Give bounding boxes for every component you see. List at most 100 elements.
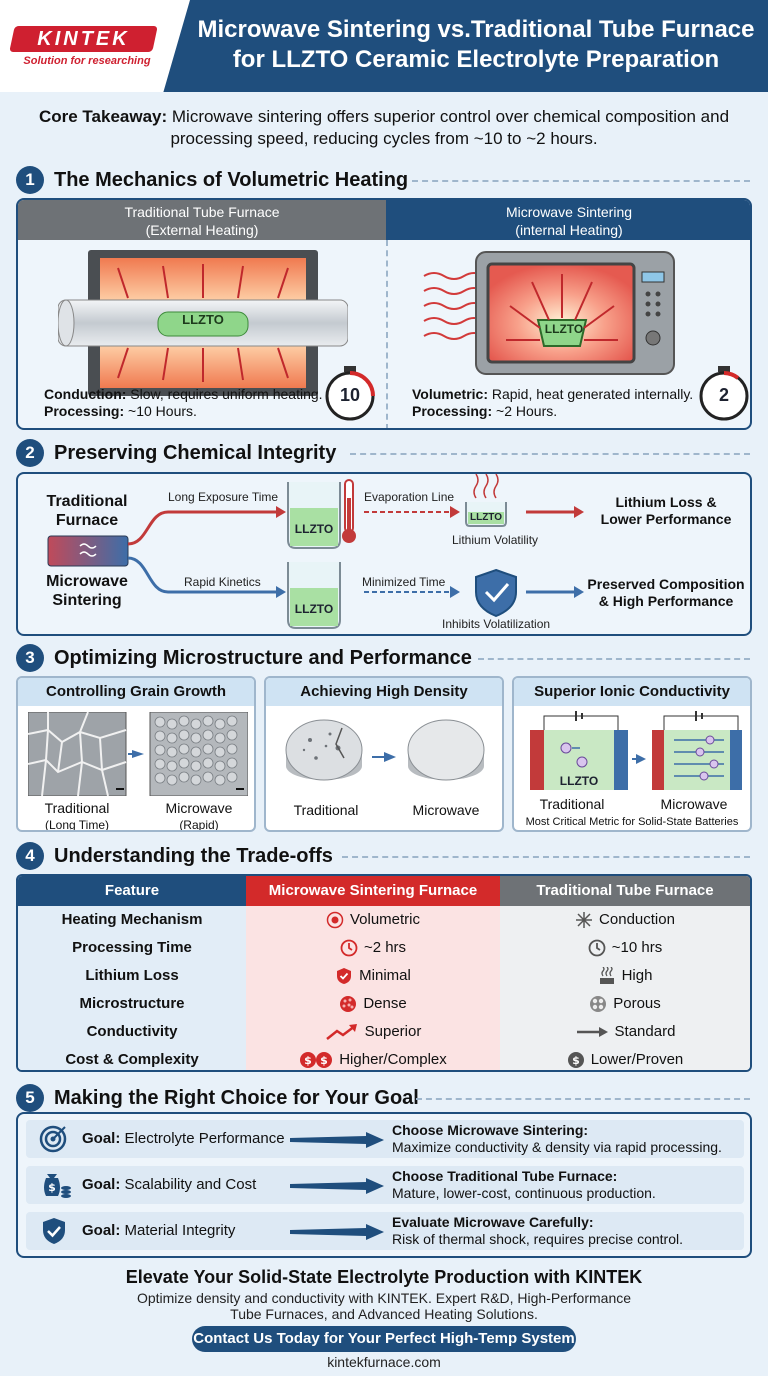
tube-furnace-subtitle: (External Heating) <box>145 222 259 238</box>
caption-main: Microwave <box>165 800 233 816</box>
conduction-icon <box>576 912 593 929</box>
traditional-value: Porous <box>613 995 661 1012</box>
traditional-cell: Porous <box>500 990 750 1018</box>
trad-label-line1: Traditional <box>46 493 128 510</box>
card-title: Superior Ionic Conductivity <box>514 678 750 706</box>
microwave-value: Superior <box>364 1023 422 1040</box>
title-line-1: Microwave Sintering vs.Traditional Tube … <box>197 16 755 43</box>
card-title: Controlling Grain Growth <box>18 678 254 706</box>
microwave-subtitle: (internal Heating) <box>515 222 623 238</box>
takeaway-text: Microwave sintering offers superior cont… <box>167 107 730 148</box>
section-number: 4 <box>16 842 44 870</box>
processing-label: Processing: <box>412 403 493 419</box>
choice-label: Evaluate Microwave Carefully: <box>392 1214 594 1230</box>
shield-check-icon <box>337 968 352 985</box>
conductivity-traditional-caption: Traditional <box>539 796 605 812</box>
dollar-coin-icon: $ <box>567 1052 584 1069</box>
volumetric-icon <box>326 911 344 929</box>
dense-grain-icon <box>340 996 357 1013</box>
density-pellets <box>285 719 485 781</box>
section-number: 5 <box>16 1084 44 1112</box>
arrow-right-icon <box>290 1132 384 1148</box>
feature-cell: Conductivity <box>18 1018 246 1046</box>
result-bad-line1: Lithium Loss & <box>615 494 717 510</box>
section-number: 1 <box>16 166 44 194</box>
microwave-sample-label: LLZTO <box>544 322 584 336</box>
goal-recommendation: Choose Microwave Sintering: Maximize con… <box>392 1122 722 1156</box>
volumetric-label: Volumetric: <box>412 386 488 402</box>
goal-text: Goal: Electrolyte Performance <box>82 1130 285 1147</box>
grain-traditional-caption: Traditional (Long Time) <box>28 800 126 832</box>
section-number: 3 <box>16 644 44 672</box>
traditional-furnace-label: Traditional Furnace <box>32 492 142 530</box>
table-row: Processing Time ~2 hrs ~10 hrs <box>18 934 750 962</box>
table-row: Conductivity Superior Standard <box>18 1018 750 1046</box>
processing-label: Processing: <box>44 403 125 419</box>
logo-tagline: Solution for researching <box>23 55 151 67</box>
tube-furnace-title: Traditional Tube Furnace <box>124 204 280 220</box>
arrow-right-icon <box>576 1027 608 1038</box>
grain-microwave-caption: Microwave (Rapid) <box>150 800 248 830</box>
tube-sample-label: LLZTO <box>182 312 224 327</box>
website-link[interactable]: kintekfurnace.com <box>327 1354 441 1370</box>
traditional-value: High <box>621 967 653 984</box>
goal-name: Electrolyte Performance <box>120 1130 285 1147</box>
evaporation-line-label: Evaporation Line <box>364 490 455 504</box>
core-takeaway: Core Takeaway: Microwave sintering offer… <box>20 106 748 150</box>
tube-furnace-heading: Traditional Tube Furnace (External Heati… <box>18 200 386 240</box>
svg-text:$: $ <box>320 1054 328 1067</box>
section-3-heading: 3 Optimizing Microstructure and Performa… <box>16 644 472 672</box>
microwave-title: Microwave Sintering <box>505 204 633 220</box>
title-line-2: for LLZTO Ceramic Electrolyte Preparatio… <box>232 46 720 73</box>
traditional-cell: $Lower/Proven <box>500 1046 750 1070</box>
goal-name: Scalability and Cost <box>120 1176 257 1193</box>
caption-sub: (Long Time) <box>44 818 110 832</box>
microwave-caption: Volumetric: Rapid, heat generated intern… <box>412 386 702 420</box>
section-title: The Mechanics of Volumetric Heating <box>54 168 409 191</box>
cell-sample-label: LLZTO <box>559 774 599 788</box>
mw-label-line1: Microwave <box>46 573 128 590</box>
feature-cell: Microstructure <box>18 990 246 1018</box>
section-1-heading: 1 The Mechanics of Volumetric Heating <box>16 166 408 194</box>
tradeoff-table: Feature Microwave Sintering Furnace Trad… <box>16 874 752 1072</box>
tube-furnace-illustration <box>58 250 348 396</box>
choice-detail: Maximize conductivity & density via rapi… <box>392 1139 722 1155</box>
chemical-integrity-panel: Traditional Furnace Microwave Sintering <box>16 472 752 636</box>
table-row: Cost & Complexity $$Higher/Complex $Lowe… <box>18 1046 750 1070</box>
goal-text: Goal: Material Integrity <box>82 1222 235 1239</box>
contact-button[interactable]: Contact Us Today for Your Perfect High-T… <box>192 1326 576 1352</box>
long-exposure-label: Long Exposure Time <box>168 490 279 504</box>
conductivity-note: Most Critical Metric for Solid-State Bat… <box>525 816 739 828</box>
preserved-composition-result: Preserved Composition & High Performance <box>580 576 750 610</box>
feature-cell: Cost & Complexity <box>18 1046 246 1070</box>
heating-mechanics-panel: Traditional Tube Furnace (External Heati… <box>16 198 752 430</box>
mw-label-line2: Sintering <box>52 592 122 609</box>
feature-cell: Lithium Loss <box>18 962 246 990</box>
section-divider <box>350 453 750 455</box>
goal-recommendation: Choose Traditional Tube Furnace: Mature,… <box>392 1168 656 1202</box>
section-4-heading: 4 Understanding the Trade-offs <box>16 842 333 870</box>
processing-text: ~10 Hours. <box>124 403 197 419</box>
traditional-cell: Conduction <box>500 906 750 934</box>
goal-label: Goal: <box>82 1222 121 1239</box>
small-beaker-label: LLZTO <box>469 512 503 523</box>
heat-vapor-icon <box>599 967 614 985</box>
lithium-loss-result: Lithium Loss & Lower Performance <box>586 494 746 528</box>
traditional-cell: Standard <box>500 1018 750 1046</box>
result-bad-line2: Lower Performance <box>600 511 732 527</box>
microwave-value: Minimal <box>359 967 411 984</box>
feature-cell: Processing Time <box>18 934 246 962</box>
grain-micrographs <box>28 712 248 796</box>
microwave-cell: $$Higher/Complex <box>246 1046 500 1070</box>
footer-title: Elevate Your Solid-State Electrolyte Pro… <box>125 1267 643 1287</box>
microwave-cell: ~2 hrs <box>246 934 500 962</box>
traditional-value: Standard <box>614 1023 676 1040</box>
svg-text:$: $ <box>304 1054 312 1067</box>
goal-text: Goal: Scalability and Cost <box>82 1176 256 1193</box>
section-divider <box>412 180 750 182</box>
conduction-label: Conduction: <box>44 386 127 402</box>
microwave-sintering-label: Microwave Sintering <box>32 572 142 610</box>
logo[interactable]: KINTEK <box>37 28 130 50</box>
lithium-volatility-label: Lithium Volatility <box>452 533 539 547</box>
section-divider <box>478 658 750 660</box>
